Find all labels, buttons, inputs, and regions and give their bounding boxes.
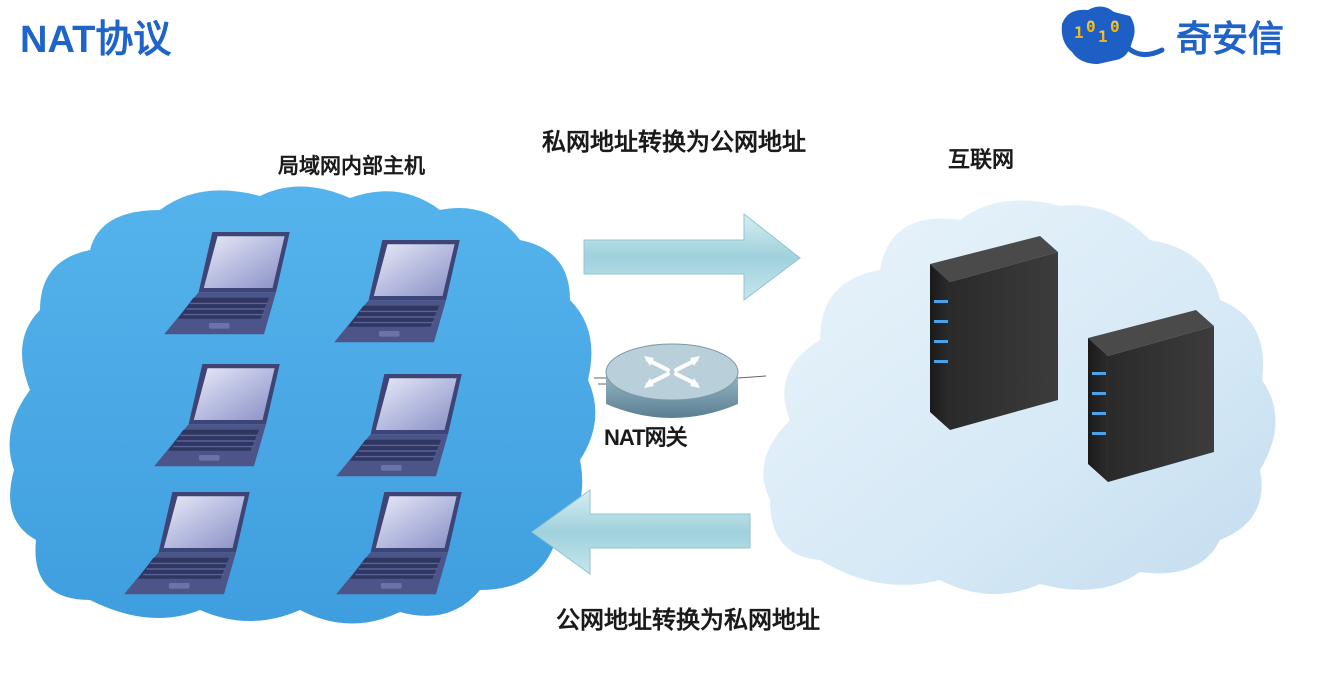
server-icon [930, 236, 1058, 430]
svg-text:0: 0 [1110, 17, 1120, 36]
qianxin-logo: 1 0 1 0 [1061, 6, 1165, 65]
server-icon [1088, 310, 1214, 482]
lan-hosts-label: 局域网内部主机 [278, 153, 425, 178]
public-to-private-label: 公网地址转换为私网地址 [556, 605, 820, 634]
public-to-private-arrow [531, 489, 751, 575]
private-to-public-arrow [583, 212, 801, 301]
page-title: NAT协议 [20, 19, 172, 61]
private-to-public-label: 私网地址转换为公网地址 [542, 127, 806, 156]
nat-gateway-label: NAT网关 [604, 425, 688, 450]
router-icon [594, 343, 767, 418]
svg-text:1: 1 [1098, 27, 1108, 46]
logo-text: 奇安信 [1176, 19, 1285, 60]
svg-text:1: 1 [1074, 23, 1084, 42]
internet-label: 互联网 [948, 147, 1015, 173]
lan-cloud [9, 186, 596, 624]
svg-text:0: 0 [1086, 17, 1096, 36]
